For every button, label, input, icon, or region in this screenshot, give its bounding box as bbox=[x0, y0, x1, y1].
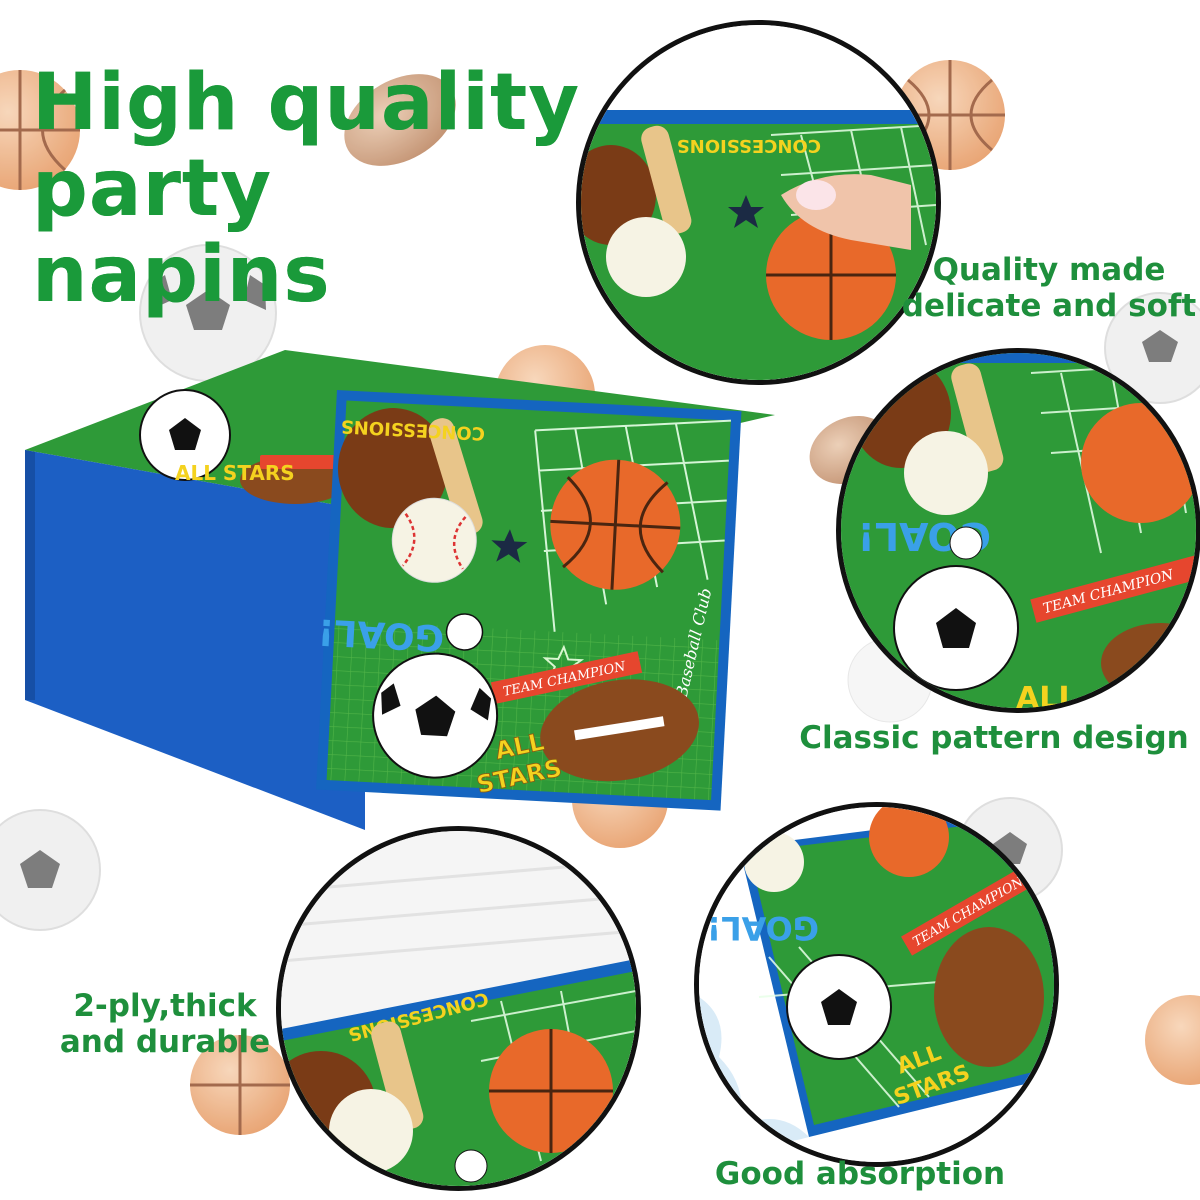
svg-text:ALL: ALL bbox=[1016, 681, 1077, 708]
caption-soft-line1: Quality made bbox=[932, 252, 1166, 288]
zoom-circle-pattern: GOAL! TEAM CHAMPION ALL bbox=[836, 348, 1200, 713]
baseball-icon bbox=[391, 497, 477, 583]
caption-absorption: Good absorption bbox=[714, 1156, 1006, 1192]
caption-ply-line1: 2-ply,thick bbox=[73, 988, 257, 1024]
caption-pattern: Classic pattern design bbox=[799, 720, 1189, 756]
goal-text: GOAL! bbox=[707, 909, 819, 947]
headline-line1: High quality bbox=[32, 58, 581, 148]
stack-top-art: ALL STARS bbox=[139, 389, 350, 504]
star-icon bbox=[491, 529, 528, 563]
headline-line2: party napins bbox=[32, 144, 331, 320]
basketball-icon bbox=[0, 70, 80, 190]
caption-soft: Quality made delicate and soft bbox=[900, 252, 1198, 324]
svg-text:ALL STARS: ALL STARS bbox=[175, 461, 295, 485]
soccer-ball-icon bbox=[0, 809, 101, 931]
caption-soft-line2: delicate and soft bbox=[901, 288, 1197, 324]
basketball-icon bbox=[190, 1035, 290, 1135]
front-napkin: CONCESSIONS GOAL! TEAM CHAMPION Baseball… bbox=[316, 390, 742, 811]
soccer-ball-icon bbox=[139, 244, 277, 382]
caption-ply: 2-ply,thick and durable bbox=[55, 988, 275, 1060]
zoom-circle-soft: CONCESSIONS bbox=[576, 20, 941, 385]
caption-ply-line2: and durable bbox=[59, 1024, 271, 1060]
stack-side bbox=[25, 450, 365, 830]
goal-text: GOAL! bbox=[317, 610, 445, 658]
football-icon bbox=[344, 74, 456, 166]
bat-icon bbox=[428, 418, 483, 535]
basketball-icon bbox=[1145, 995, 1200, 1085]
concessions-text: CONCESSIONS bbox=[677, 135, 821, 156]
napkin-stack: ALL STARS CONCESSIONS GOAL! TEAM CHAMP bbox=[25, 350, 775, 830]
zoom-circle-absorption: GOAL! TEAM CHAMPION ALL STARS bbox=[694, 802, 1059, 1167]
headline: High quality party napins bbox=[32, 60, 592, 318]
zoom-circle-ply: CONCESSIONS bbox=[276, 826, 641, 1191]
glove-icon bbox=[337, 408, 449, 529]
soccer-ball-icon bbox=[1104, 292, 1200, 404]
